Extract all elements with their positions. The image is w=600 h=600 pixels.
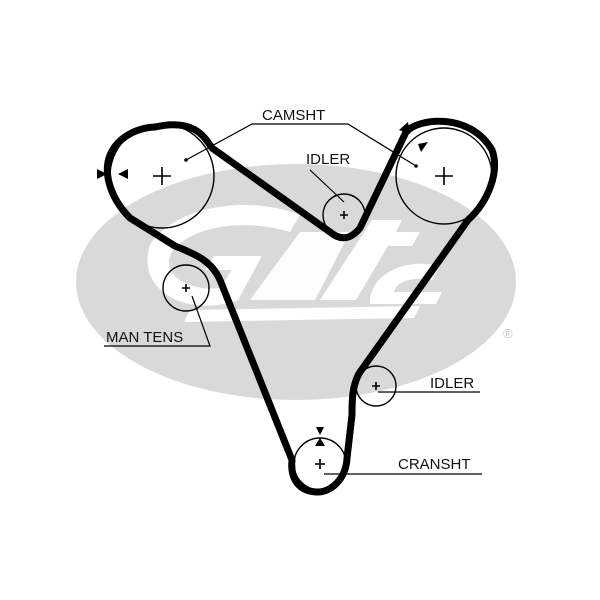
label-man-tens: MAN TENS: [106, 329, 183, 346]
idler-pulley-top: [322, 193, 366, 237]
label-camshaft: CAMSHT: [262, 107, 325, 124]
idler-pulley-right: [355, 365, 397, 407]
leader-idler-top: [309, 169, 345, 203]
timing-mark-right-a-icon: [399, 122, 410, 134]
center-cross-icon: [315, 459, 325, 469]
timing-mark-crank-a-icon: [316, 427, 324, 435]
timing-mark-left-b-icon: [118, 169, 128, 179]
leader-dots: [184, 158, 418, 168]
label-idler-top: IDLER: [306, 151, 350, 168]
manual-tensioner-pulley: [162, 264, 210, 312]
leader-camshaft: [185, 123, 417, 167]
logo-lettering: [147, 205, 442, 322]
label-idler-right: IDLER: [430, 375, 474, 392]
leader-lines: [104, 123, 482, 475]
center-cross-icon: [153, 167, 171, 185]
camshaft-pulley-left: [109, 123, 215, 229]
registered-mark: ®: [503, 326, 513, 341]
label-crankshaft: CRANSHT: [398, 456, 471, 473]
center-cross-icon: [435, 167, 453, 185]
timing-mark-left-a-icon: [97, 169, 107, 179]
gates-logo-watermark: ®: [76, 164, 516, 400]
camshaft-pulley-right: [395, 127, 493, 225]
center-cross-icon: [182, 284, 190, 292]
center-cross-icon: [340, 211, 348, 219]
timing-mark-crank-b-icon: [315, 438, 325, 446]
timing-marks: [97, 122, 428, 446]
timing-mark-right-b-icon: [418, 142, 428, 152]
leader-man-tens: [104, 295, 211, 347]
center-cross-icon: [372, 382, 380, 390]
